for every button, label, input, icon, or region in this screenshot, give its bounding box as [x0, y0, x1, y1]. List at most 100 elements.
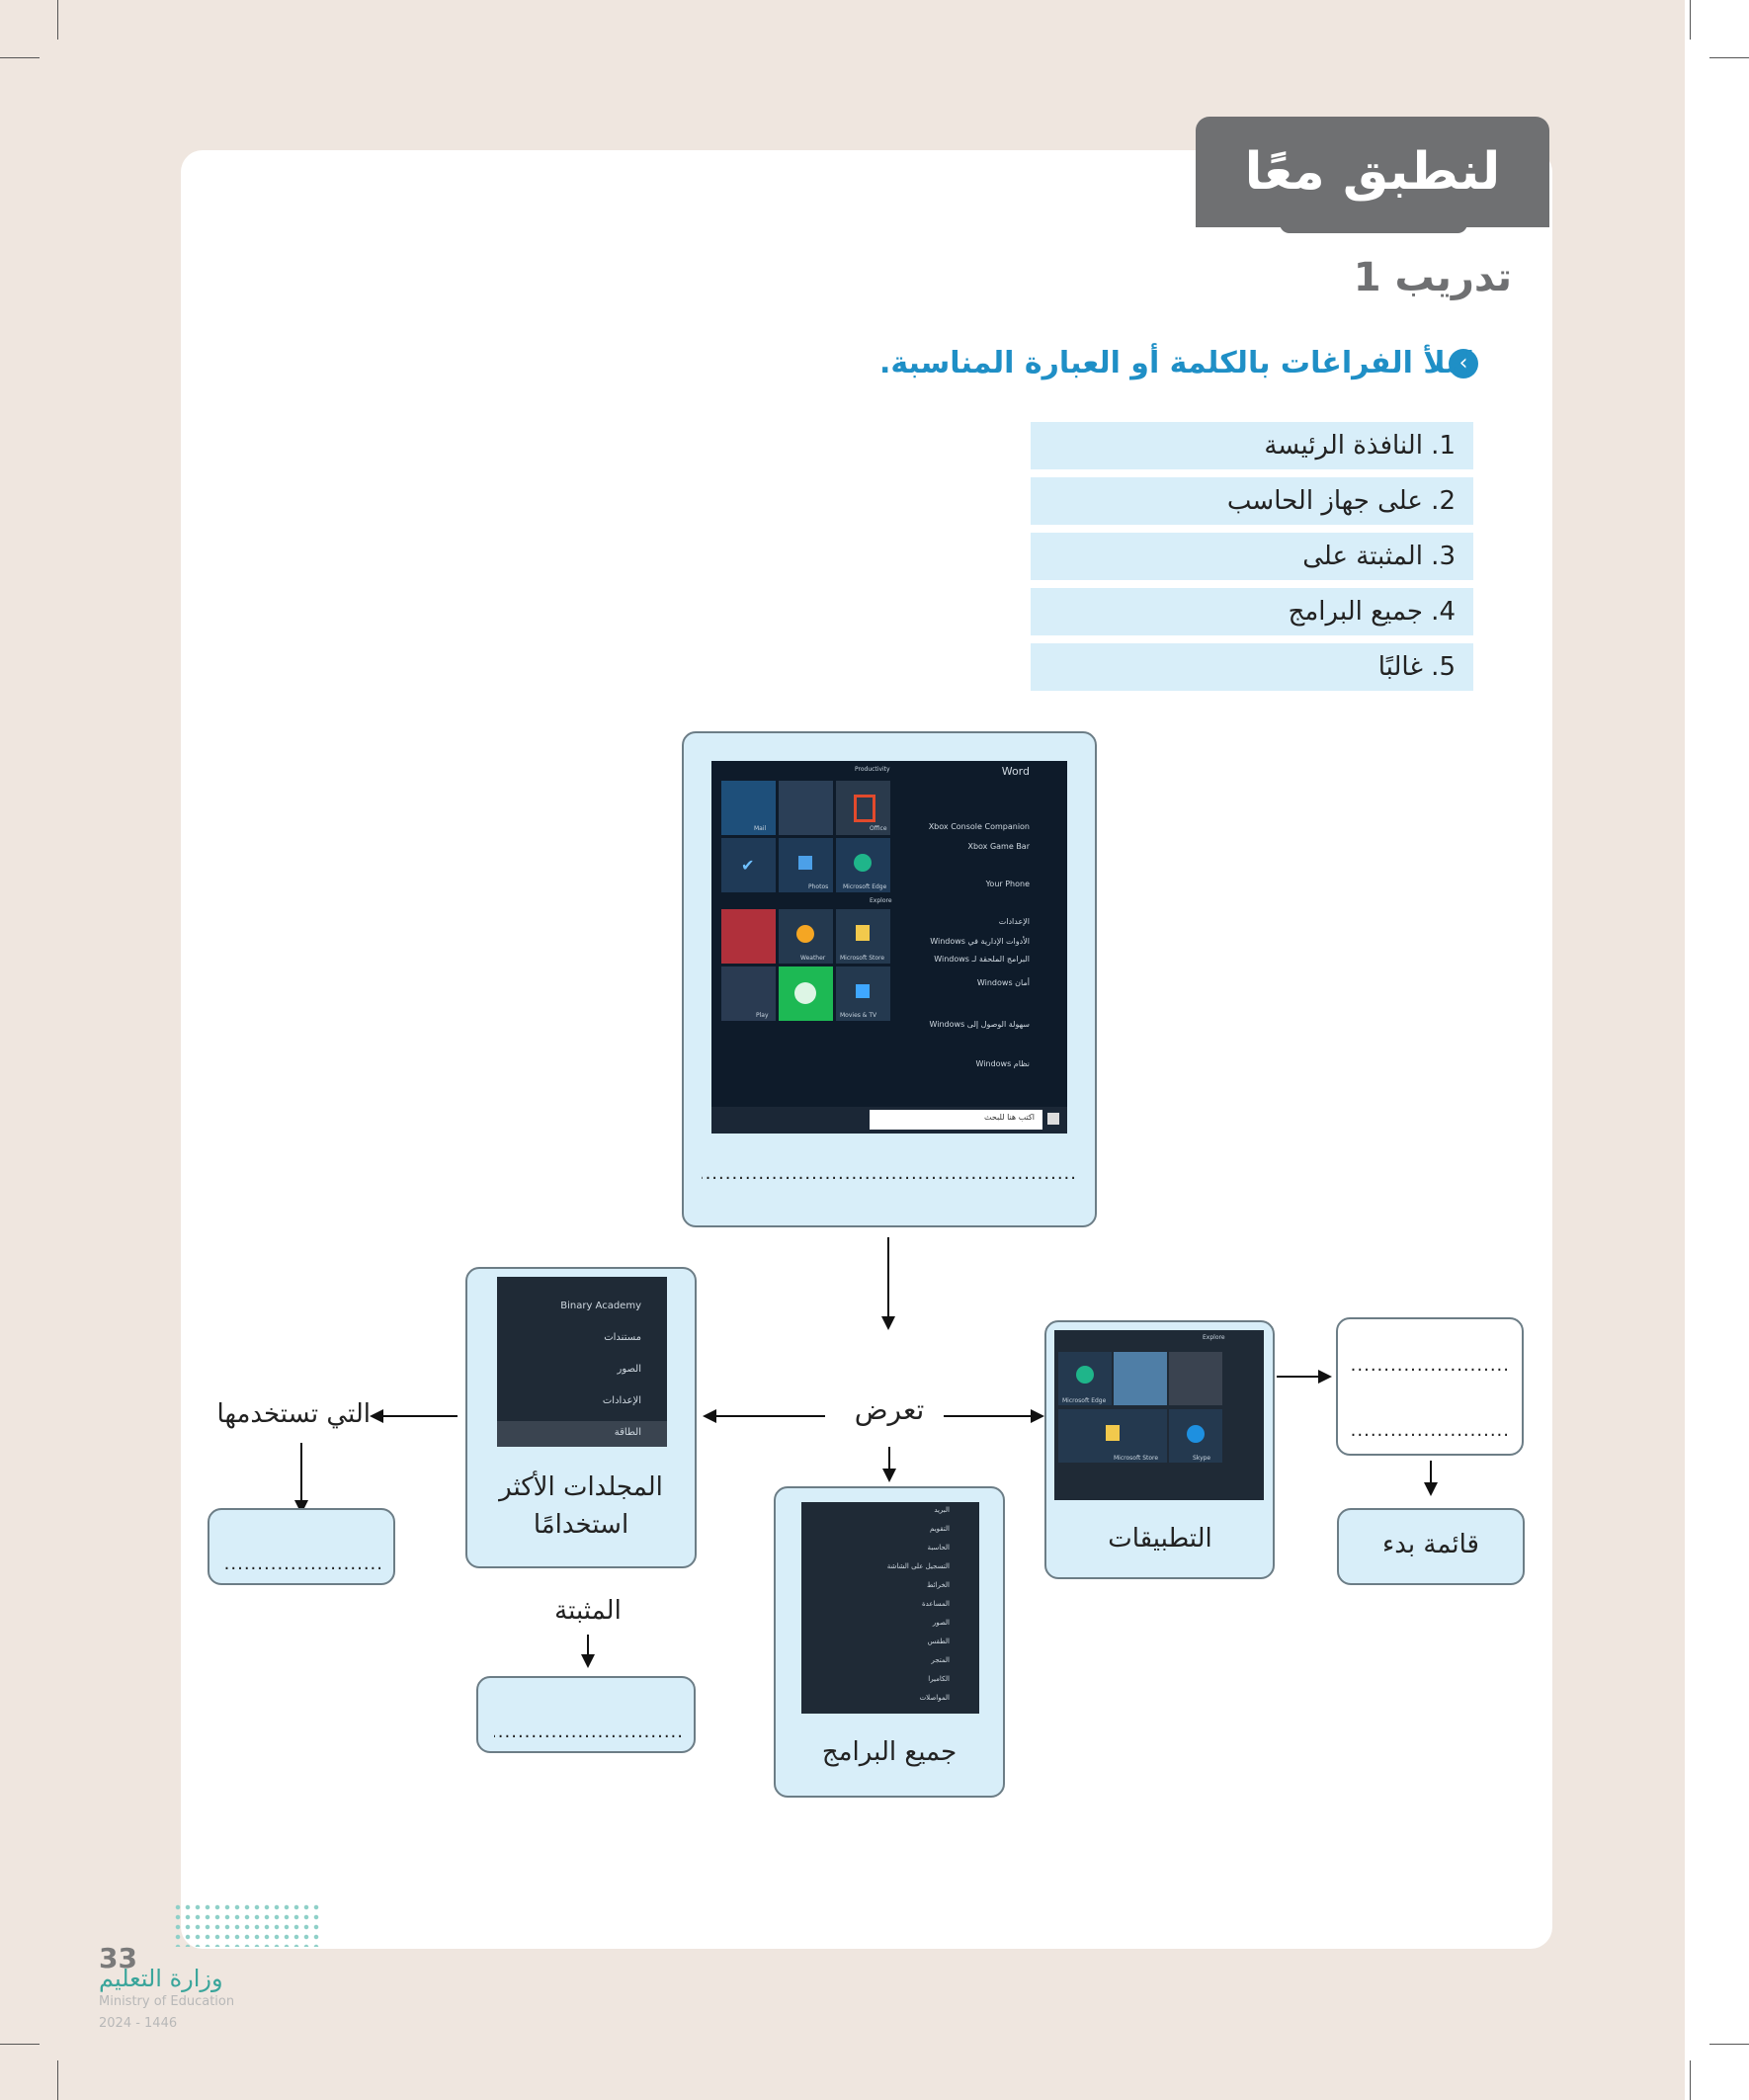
folders-label-line2: استخدامًا [533, 1510, 629, 1540]
app-list-item: الأدوات الإدارية في Windows [930, 937, 1030, 946]
app-list-item: سهولة الوصول إلى Windows [929, 1020, 1030, 1029]
answer-box: ........................... [208, 1508, 395, 1585]
arrow-line [587, 1635, 589, 1654]
program-item: التسجيل على الشاشة [886, 1562, 950, 1570]
all-programs-label: جميع البرامج [821, 1737, 958, 1767]
ministry-logo-dots [173, 1902, 321, 1947]
crop-mark [1709, 57, 1749, 58]
tile-label: Photos [808, 883, 829, 890]
folder-item: مستندات [604, 1332, 641, 1343]
folders-box: Binary Academy مستندات الصور الإعدادات ا… [465, 1267, 697, 1568]
folder-item: الطاقة [614, 1427, 641, 1438]
search-box[interactable]: اكتب هنا للبحث [870, 1110, 1042, 1130]
group-label: Explore [1203, 1334, 1225, 1341]
taskbar: اكتب هنا للبحث [711, 1107, 1067, 1134]
node-you-use: التي تستخدمها [216, 1399, 371, 1429]
program-item: الكاميرا [928, 1675, 950, 1683]
arrow-head [881, 1316, 895, 1330]
tile-label: Office [870, 825, 887, 832]
app-list-item: Xbox Console Companion [928, 822, 1030, 831]
crop-mark [57, 0, 58, 40]
arrow-head [703, 1409, 716, 1423]
arrow-head [370, 1409, 383, 1423]
tile-label: Mail [754, 825, 767, 832]
ministry-name-en: Ministry of Education [99, 1994, 235, 2009]
tile-label: Movies & TV [840, 1012, 877, 1019]
app-list-item: البرامج الملحقة لـ Windows [934, 955, 1030, 964]
start-menu-screenshot: Productivity Mail Office ✔ Photos Micros… [711, 761, 1067, 1134]
node-pinned: المثبتة [554, 1596, 622, 1626]
apps-screenshot: Explore Microsoft Edge Microsoft Store S… [1054, 1330, 1264, 1500]
arrow-line [888, 1447, 890, 1469]
section-header: لنطبق معًا [1196, 117, 1549, 227]
folders-label-line1: المجلدات الأكثر [499, 1472, 663, 1502]
tile-label: Microsoft Edge [1062, 1397, 1107, 1404]
crop-mark [1690, 0, 1691, 40]
arrow-head [1318, 1370, 1332, 1384]
tile-label: Play [756, 1012, 769, 1019]
answer-blank[interactable]: ........................................… [702, 1163, 1077, 1184]
node-display: تعرض [854, 1393, 925, 1426]
program-item: الصور [932, 1619, 950, 1627]
app-list-item: Xbox Game Bar [967, 842, 1030, 851]
crop-mark [57, 2060, 58, 2100]
tile-label: Weather [800, 955, 826, 962]
tile-label: Microsoft Edge [843, 883, 887, 890]
instruction-text: املأ الفراغات بالكلمة أو العبارة المناسب… [878, 346, 1474, 380]
start-menu-box: قائمة بدء [1337, 1508, 1525, 1585]
tile-label: Microsoft Store [840, 955, 885, 962]
app-list-item: أمان Windows [976, 978, 1030, 987]
crop-mark [1709, 2044, 1749, 2045]
search-placeholder: اكتب هنا للبحث [984, 1113, 1035, 1122]
crop-mark [0, 2044, 40, 2045]
program-item: الحاسبة [927, 1544, 950, 1552]
program-item: التقويم [930, 1525, 950, 1533]
arrow-head [581, 1654, 595, 1668]
edition-year: 2024 - 1446 [99, 2016, 178, 2031]
chevron-left-icon: ‹ [1449, 349, 1478, 378]
apps-box: Explore Microsoft Edge Microsoft Store S… [1044, 1320, 1275, 1579]
arrow-line [887, 1237, 889, 1316]
all-programs-box: البريد التقويم الحاسبة التسجيل على الشاش… [774, 1486, 1005, 1798]
word-bank-item: 1. النافذة الرئيسة [1031, 422, 1473, 469]
tile-label: Skype [1193, 1455, 1211, 1462]
all-programs-screenshot: البريد التقويم الحاسبة التسجيل على الشاش… [801, 1502, 979, 1714]
answer-blank[interactable]: ........................... [1352, 1355, 1510, 1376]
word-bank-item: 5. غالبًا [1031, 643, 1473, 691]
group-label: Explore [870, 897, 892, 904]
folder-item: الإعدادات [602, 1395, 641, 1406]
tile-label: Microsoft Store [1114, 1455, 1159, 1462]
app-list-item: Your Phone [985, 880, 1030, 888]
program-item: المساعدة [921, 1600, 950, 1608]
group-label: Productivity [855, 766, 890, 773]
arrow-head [882, 1469, 896, 1482]
folder-item: الصور [617, 1364, 642, 1375]
arrow-line [1430, 1461, 1432, 1482]
page-number: 33 [99, 1942, 137, 1974]
windows-icon[interactable] [1047, 1113, 1059, 1125]
app-list-item: Word [1001, 765, 1030, 778]
word-bank-item: 3. المثبتة على [1031, 533, 1473, 580]
program-item: الطقس [927, 1638, 950, 1645]
program-item: المتجر [931, 1656, 950, 1664]
arrow-head [1031, 1409, 1044, 1423]
crop-mark [1690, 2060, 1691, 2100]
answer-blank[interactable]: ........................... [225, 1554, 383, 1574]
word-bank-item: 4. جميع البرامج [1031, 588, 1473, 635]
apps-label: التطبيقات [1108, 1524, 1212, 1554]
app-list-item: الإعدادات [998, 917, 1030, 926]
program-item: البريد [934, 1506, 950, 1514]
program-item: الخرائط [927, 1581, 950, 1589]
crop-mark [0, 57, 40, 58]
arrow-line [1277, 1376, 1318, 1378]
answer-blank[interactable]: ........................... [1352, 1420, 1510, 1441]
folders-screenshot: Binary Academy مستندات الصور الإعدادات ا… [497, 1277, 667, 1447]
folder-item: Binary Academy [560, 1301, 641, 1311]
main-window-box: Productivity Mail Office ✔ Photos Micros… [682, 731, 1097, 1227]
answer-box-double: ........................... ............… [1336, 1317, 1524, 1456]
start-menu-label: قائمة بدء [1382, 1530, 1479, 1559]
answer-blank[interactable]: ................................ [494, 1722, 684, 1742]
arrow-head [1424, 1482, 1438, 1496]
arrow-line [716, 1415, 825, 1417]
word-bank-item: 2. على جهاز الحاسب [1031, 477, 1473, 525]
